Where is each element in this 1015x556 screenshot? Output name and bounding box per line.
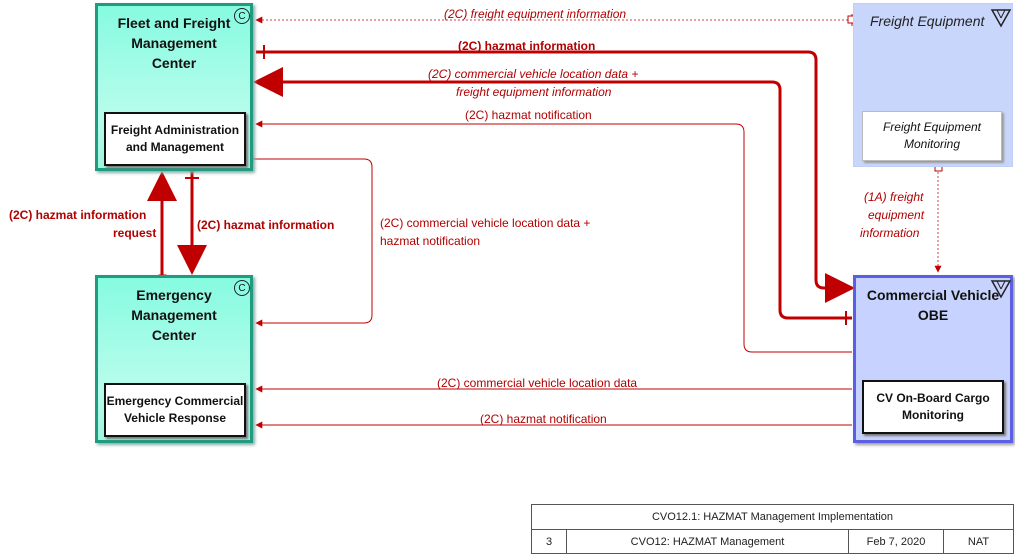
flow-label: (1A) freight (864, 190, 924, 204)
footer-package: CVO12: HAZMAT Management (566, 530, 848, 553)
flow-label: hazmat notification (380, 234, 481, 248)
emergency-management-center[interactable]: Emergency Management Center C Emergency … (95, 275, 253, 443)
flow-label: (2C) hazmat notification (480, 412, 607, 426)
freight-equipment-monitoring[interactable]: Freight Equipment Monitoring (862, 111, 1002, 161)
freight-administration-management[interactable]: Freight Administration and Management (104, 112, 246, 166)
flow-cv-location-hazmat (250, 158, 373, 327)
footer-date: Feb 7, 2020 (848, 530, 943, 553)
footer-info-row: 3 CVO12: HAZMAT Management Feb 7, 2020 N… (531, 529, 1014, 554)
flow-label: (2C) hazmat information (9, 208, 147, 222)
freight-equipment[interactable]: Freight Equipment Freight Equipment Moni… (853, 3, 1013, 167)
emc-title: Emergency Management Center (131, 287, 217, 343)
flow-label: (2C) hazmat information (197, 218, 335, 232)
footer-title-box: CVO12.1: HAZMAT Management Implementatio… (531, 504, 1014, 530)
flow-label: (2C) commercial vehicle location data + (380, 216, 591, 230)
flow-label: (2C) hazmat information (458, 39, 596, 53)
flow-hazmat-info-to-obe (256, 50, 855, 303)
cv-obe-title: Commercial Vehicle OBE (866, 287, 1000, 323)
commercial-vehicle-obe[interactable]: Commercial Vehicle OBE CV On-Board Cargo… (853, 275, 1013, 443)
cv-onboard-cargo-monitoring[interactable]: CV On-Board Cargo Monitoring (862, 380, 1004, 434)
flow-hazmat-notification-to-ffmc (255, 120, 852, 353)
flow-label: (2C) freight equipment information (444, 7, 627, 21)
ffmc-title: Fleet and Freight Management Center (117, 15, 231, 71)
emergency-cv-response[interactable]: Emergency Commercial Vehicle Response (104, 383, 246, 437)
fleet-freight-management-center[interactable]: Fleet and Freight Management Center C Fr… (95, 3, 253, 171)
flow-cv-location-freight (253, 67, 852, 320)
footer-scope: NAT (943, 530, 1013, 553)
footer-title: CVO12.1: HAZMAT Management Implementatio… (651, 511, 894, 523)
flow-label: request (113, 226, 157, 240)
center-badge-icon: C (234, 280, 250, 296)
flow-label: information (860, 226, 920, 240)
center-badge-icon: C (234, 8, 250, 24)
flow-label: freight equipment information (456, 85, 612, 99)
flow-label: equipment (868, 208, 925, 222)
device-triangle-icon (990, 280, 1012, 299)
field-triangle-icon (990, 9, 1012, 28)
footer-page: 3 (545, 535, 553, 548)
flow-label: (2C) commercial vehicle location data (437, 376, 638, 390)
freight-equipment-title: Freight Equipment (870, 13, 985, 29)
flow-label: (2C) commercial vehicle location data + (428, 67, 639, 81)
flow-label: (2C) hazmat notification (465, 108, 592, 122)
